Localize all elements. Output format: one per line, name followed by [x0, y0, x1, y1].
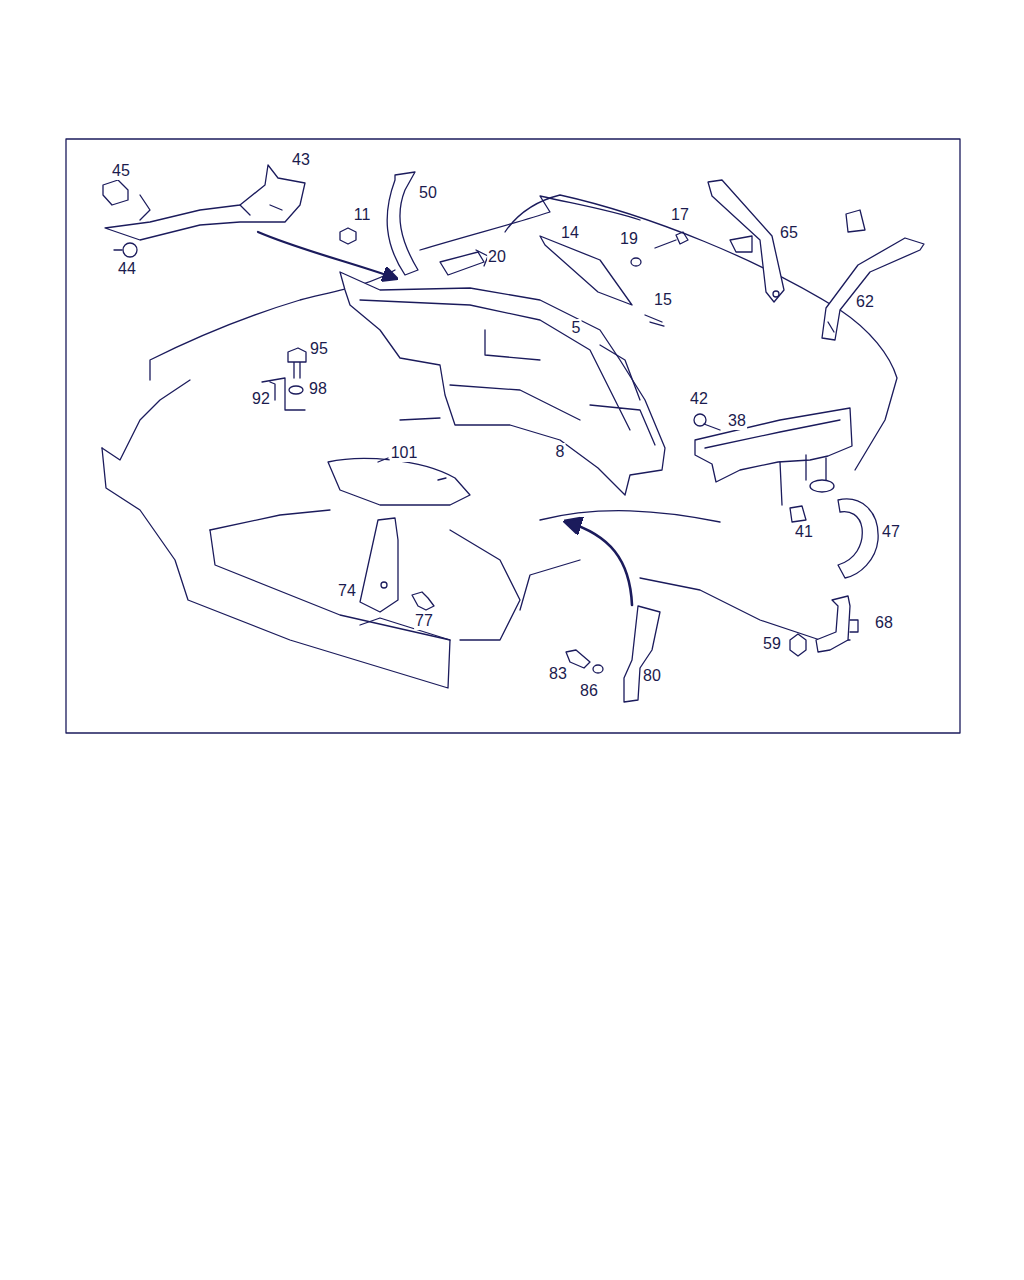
arrow: [258, 232, 395, 278]
callout-number: 68: [874, 614, 894, 632]
frame: [66, 139, 960, 733]
callout-number: 14: [560, 224, 580, 242]
callout-number: 50: [418, 184, 438, 202]
screw: [704, 424, 720, 430]
clip: [412, 592, 434, 610]
callout-number: 20: [487, 248, 507, 266]
callout-number: 44: [117, 260, 137, 278]
bracket: [105, 165, 305, 240]
washer: [593, 665, 603, 673]
nut: [340, 228, 356, 244]
clip: [645, 315, 664, 326]
wheelhouse-panel: [340, 272, 665, 495]
callout-number: 74: [337, 582, 357, 600]
body-outline: [210, 510, 330, 530]
strap: [822, 238, 924, 340]
body-outline: [102, 380, 190, 460]
bolt: [288, 348, 306, 378]
callout-number: 42: [689, 390, 709, 408]
body-outline: [450, 530, 520, 640]
callout-number: 38: [727, 412, 747, 430]
bracket-detail: [140, 195, 282, 220]
callout-number: 86: [579, 682, 599, 700]
bracket: [624, 606, 660, 702]
body-outline: [640, 578, 850, 640]
cover: [328, 459, 470, 505]
callout-number: 47: [881, 523, 901, 541]
callout-number: 8: [555, 443, 566, 461]
clip: [103, 180, 128, 205]
strap: [708, 180, 784, 302]
callout-number: 62: [855, 293, 875, 311]
washer: [631, 258, 641, 266]
body-outline: [540, 511, 720, 522]
arrow: [567, 522, 632, 605]
callout-number: 80: [642, 667, 662, 685]
callout-number: 15: [653, 291, 673, 309]
callout-number: 5: [571, 319, 582, 337]
callout-number: 19: [619, 230, 639, 248]
strap: [828, 210, 865, 332]
pipe-end: [810, 480, 834, 492]
callout-number: 95: [309, 340, 329, 358]
body-outline: [420, 196, 640, 250]
bracket-detail: [705, 420, 840, 505]
strap: [773, 291, 779, 297]
screw: [655, 232, 688, 248]
pipe: [816, 596, 850, 652]
strap: [730, 236, 752, 252]
bolt: [566, 650, 590, 668]
callout-number: 11: [353, 206, 372, 224]
body-outline: [210, 530, 450, 640]
nut: [790, 634, 806, 656]
clip: [790, 506, 806, 522]
callout-number: 43: [291, 151, 311, 169]
wheelhouse-detail: [360, 300, 655, 445]
washer: [289, 386, 303, 394]
bracket: [360, 518, 398, 612]
callout-number: 77: [414, 612, 434, 630]
grommet: [440, 250, 488, 275]
callout-number: 65: [779, 224, 799, 242]
callout-number: 101: [390, 444, 419, 462]
pipe: [850, 620, 858, 632]
body-outline: [520, 560, 580, 610]
callout-number: 41: [794, 523, 814, 541]
bracket: [381, 582, 387, 588]
callout-number: 92: [251, 390, 271, 408]
callout-number: 83: [548, 665, 568, 683]
callout-number: 98: [308, 380, 328, 398]
callout-number: 59: [762, 635, 782, 653]
screw: [123, 243, 137, 257]
callout-number: 17: [670, 206, 690, 224]
screw: [114, 249, 122, 250]
callout-number: 45: [111, 162, 131, 180]
hose: [387, 172, 418, 275]
hose: [838, 499, 878, 578]
